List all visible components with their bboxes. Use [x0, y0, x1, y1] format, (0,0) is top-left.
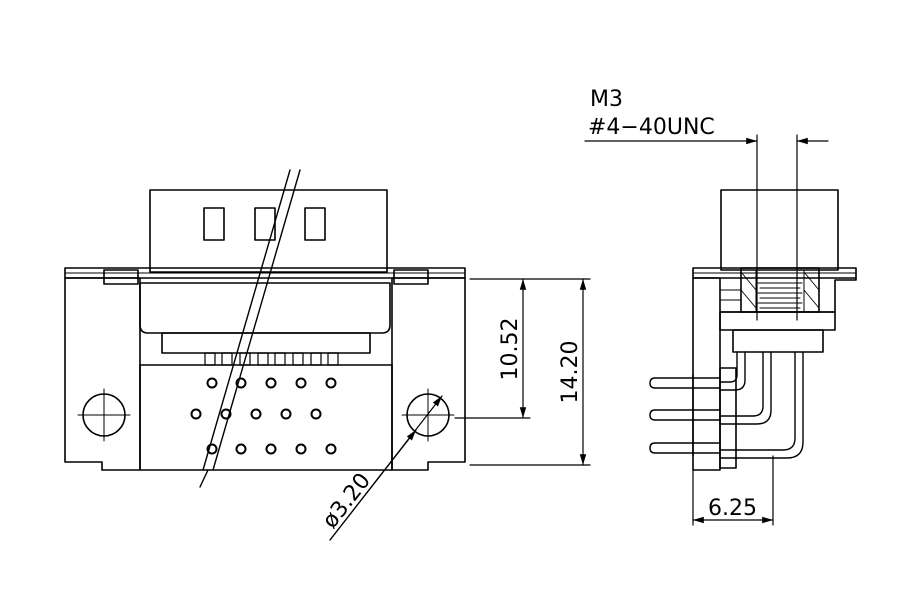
- break-lines: [199, 169, 301, 488]
- side-thread-lines: [740, 269, 820, 313]
- dim-text-10-52: 10.52: [498, 318, 523, 381]
- front-window-3: [304, 207, 326, 241]
- front-window-1: [203, 207, 225, 241]
- front-shell-top: [149, 189, 388, 273]
- dim-text-diameter: ø3.20: [318, 469, 376, 534]
- side-insulator: [719, 367, 737, 469]
- side-thread-insert: [740, 267, 820, 313]
- thread-callout-unc: #4−40UNC: [588, 115, 715, 140]
- front-contact-holes: [190, 377, 337, 455]
- side-lower-block: [732, 329, 824, 353]
- dim-text-14-20: 14.20: [558, 341, 583, 404]
- front-base: [139, 364, 393, 471]
- front-pin-stubs: [204, 352, 339, 366]
- front-view: [64, 169, 466, 488]
- side-pcb-tails: [649, 374, 721, 457]
- front-window-2: [254, 207, 276, 241]
- front-d-body: [139, 282, 391, 334]
- front-mount-hole-right: [401, 388, 455, 442]
- side-shell-top: [720, 189, 839, 271]
- front-left-bracket: [64, 277, 141, 471]
- dim-text-6-25: 6.25: [708, 496, 757, 521]
- side-bracket: [692, 277, 721, 471]
- front-right-bracket: [391, 277, 466, 471]
- side-view: [649, 189, 857, 471]
- front-mount-hole-left: [77, 388, 131, 442]
- front-lower-block: [161, 332, 371, 354]
- thread-callout-metric: M3: [590, 87, 623, 112]
- front-dimensions: [329, 278, 591, 541]
- side-dimensions: [584, 134, 829, 526]
